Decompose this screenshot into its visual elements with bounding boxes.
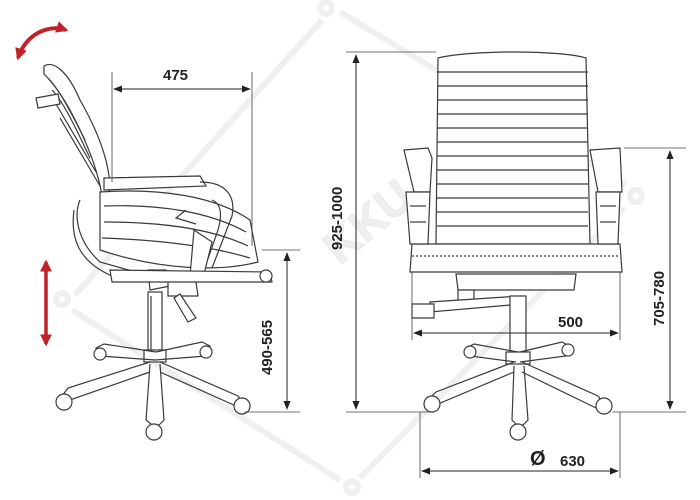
seat-height-label: 490-565 xyxy=(259,320,276,375)
curved-double-arrow-icon xyxy=(15,21,69,61)
side-base xyxy=(55,341,251,441)
diameter-symbol: Ø xyxy=(530,448,546,470)
total-height-label: 925-1000 xyxy=(329,187,346,250)
side-armrest xyxy=(103,175,234,283)
front-gas-lift xyxy=(505,295,531,365)
side-seat xyxy=(99,190,259,269)
side-view-chair xyxy=(35,63,273,441)
front-armrest-right xyxy=(589,147,623,245)
front-armrest-left xyxy=(403,147,433,245)
base-diameter-label: 630 xyxy=(560,453,585,470)
side-view-dimensions: 475 490-565 xyxy=(111,67,300,413)
front-backrest xyxy=(435,51,591,245)
side-mechanism xyxy=(109,269,273,323)
seat-depth-label: 475 xyxy=(163,67,188,84)
arm-height-label: 705-780 xyxy=(651,271,668,326)
seat-width-label: 500 xyxy=(558,314,583,331)
front-base xyxy=(423,341,613,441)
front-view-chair xyxy=(403,51,623,441)
front-view-dimensions: 925-1000 705-780 500 Ø 630 xyxy=(329,51,686,478)
front-seat xyxy=(409,243,623,273)
front-mechanism xyxy=(411,273,577,319)
